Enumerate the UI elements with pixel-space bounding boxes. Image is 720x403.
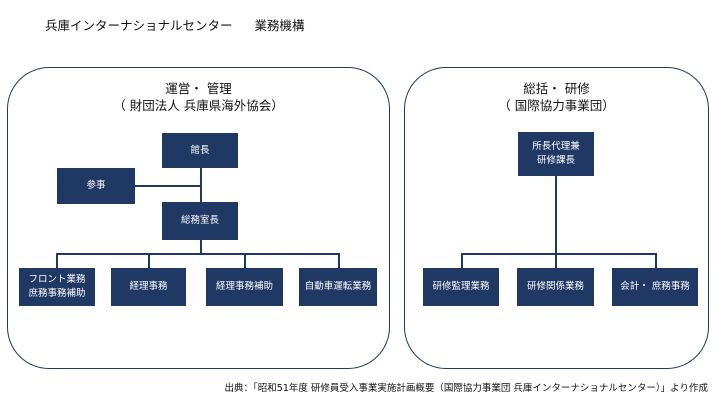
connector-shocho-down bbox=[555, 176, 557, 255]
box-keiri-hojo: 経理事務補助 bbox=[206, 268, 283, 306]
title-main: 兵庫インターナショナルセンター bbox=[45, 18, 233, 33]
connector-kankei bbox=[555, 253, 557, 268]
connector-sanji bbox=[135, 185, 201, 187]
left-group-title: 運営・ 管理 bbox=[165, 81, 232, 96]
right-group-subtitle: （ 国際協力事業団） bbox=[498, 98, 615, 113]
box-kaikei: 会計・ 庶務事務 bbox=[612, 268, 698, 306]
box-somu: 総務室長 bbox=[162, 202, 238, 240]
right-group-heading: 総括・ 研修 （ 国際協力事業団） bbox=[404, 80, 709, 114]
source-note: 出典：「昭和51年度 研修員受入事業実施計画概要（国際協力事業団 兵庫インターナ… bbox=[224, 383, 708, 394]
connector-somu-down bbox=[200, 240, 202, 254]
connector-left-bus bbox=[56, 253, 340, 255]
left-group-heading: 運営・ 管理 （ 財団法人 兵庫県海外協会） bbox=[7, 80, 390, 114]
connector-front bbox=[56, 253, 58, 268]
right-group-title: 総括・ 研修 bbox=[523, 81, 590, 96]
connector-keiri bbox=[148, 253, 150, 268]
page-title: 兵庫インターナショナルセンター 業務機構 bbox=[45, 15, 305, 34]
connector-kancho-somu bbox=[200, 168, 202, 202]
box-shocho: 所長代理兼 研修課長 bbox=[518, 132, 594, 176]
box-front: フロント業務 庶務事務補助 bbox=[19, 268, 95, 306]
box-kankei: 研修関係業務 bbox=[517, 268, 594, 306]
box-jidosha: 自動車運転業務 bbox=[299, 268, 377, 306]
box-sanji: 参事 bbox=[57, 168, 135, 204]
box-keiri: 経理事務 bbox=[111, 268, 186, 306]
connector-kaikei bbox=[655, 253, 657, 268]
connector-right-bus bbox=[461, 253, 657, 255]
left-group-subtitle: （ 財団法人 兵庫県海外協会） bbox=[113, 98, 284, 113]
connector-keiri-hojo bbox=[244, 253, 246, 268]
box-kanri: 研修監理業務 bbox=[423, 268, 499, 306]
title-sub: 業務機構 bbox=[254, 18, 305, 33]
connector-kanri bbox=[461, 253, 463, 268]
connector-jidosha bbox=[338, 253, 340, 268]
box-kancho: 館長 bbox=[162, 133, 238, 168]
